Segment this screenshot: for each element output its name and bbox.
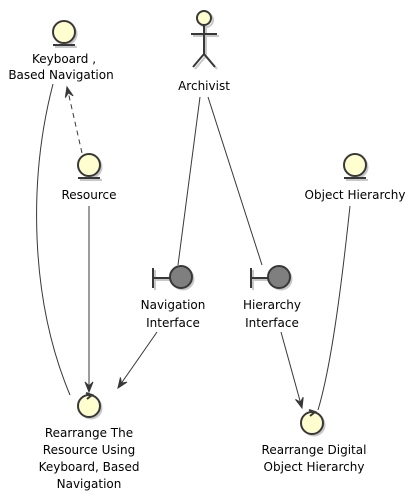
node-label: Navigation	[141, 298, 206, 312]
edge-object-hierarchy-entity-to-rearrange-digital-control	[317, 205, 351, 411]
node-label: Hierarchy	[243, 298, 301, 312]
edge-resource-entity-to-rearrange-resource-control	[84, 206, 94, 394]
entity-icon	[343, 153, 369, 181]
boundary-icon	[152, 265, 195, 291]
node-label: Object Hierarchy	[264, 460, 365, 474]
edge-resource-entity-to-keyboard-entity	[64, 85, 83, 154]
edge-line	[36, 83, 71, 396]
node-label: Rearrange The	[45, 426, 133, 440]
archivist-actor[interactable]: Archivist	[178, 10, 230, 93]
edge-line	[280, 331, 303, 409]
node-label: Interface	[146, 316, 200, 330]
node-label: Interface	[245, 316, 299, 330]
node-label: Navigation	[57, 477, 122, 491]
edge-line	[207, 96, 263, 266]
edge-archivist-actor-to-hierarchy-interface	[207, 96, 263, 266]
entity-icon	[52, 20, 78, 48]
navigation-interface-boundary[interactable]: Navigation Interface	[141, 265, 206, 330]
rearrange-digital-control[interactable]: Rearrange Digital Object Hierarchy	[262, 409, 367, 474]
node-label: Resource Using	[43, 443, 135, 457]
edge-line	[177, 96, 201, 266]
node-label: Rearrange Digital	[262, 443, 367, 457]
edge-keyboard-entity-to-rearrange-resource-control	[36, 83, 71, 396]
node-label: Object Hierarchy	[305, 188, 406, 202]
arrowhead	[84, 381, 94, 394]
node-label: Based Navigation	[8, 68, 113, 82]
rearrange-resource-control[interactable]: Rearrange The Resource Using Keyboard, B…	[39, 392, 140, 491]
edge-archivist-actor-to-navigation-interface	[177, 96, 201, 266]
edge-hierarchy-interface-to-rearrange-digital-control	[280, 331, 304, 410]
node-label: Archivist	[178, 79, 230, 93]
hierarchy-interface-boundary[interactable]: Hierarchy Interface	[243, 265, 301, 330]
arrowhead	[117, 377, 128, 390]
node-label: Resource	[61, 188, 116, 202]
entity-icon	[77, 153, 103, 181]
node-label: Keyboard, Based	[39, 460, 140, 474]
object-hierarchy-entity[interactable]: Object Hierarchy	[305, 153, 406, 202]
edge-line	[117, 331, 158, 389]
edge-line	[66, 86, 83, 154]
connections	[36, 83, 351, 411]
boundary-icon	[250, 265, 293, 291]
edge-navigation-interface-to-rearrange-resource-control	[117, 331, 158, 390]
control-icon	[300, 409, 326, 437]
control-icon	[77, 392, 103, 420]
resource-entity[interactable]: Resource	[61, 153, 117, 202]
arrowhead	[64, 85, 74, 98]
keyboard-navigation-entity[interactable]: Keyboard , Based Navigation	[8, 20, 114, 82]
actor-icon	[191, 10, 219, 70]
edge-line	[317, 205, 351, 411]
arrowhead	[295, 397, 304, 410]
node-label: Keyboard ,	[32, 52, 96, 66]
